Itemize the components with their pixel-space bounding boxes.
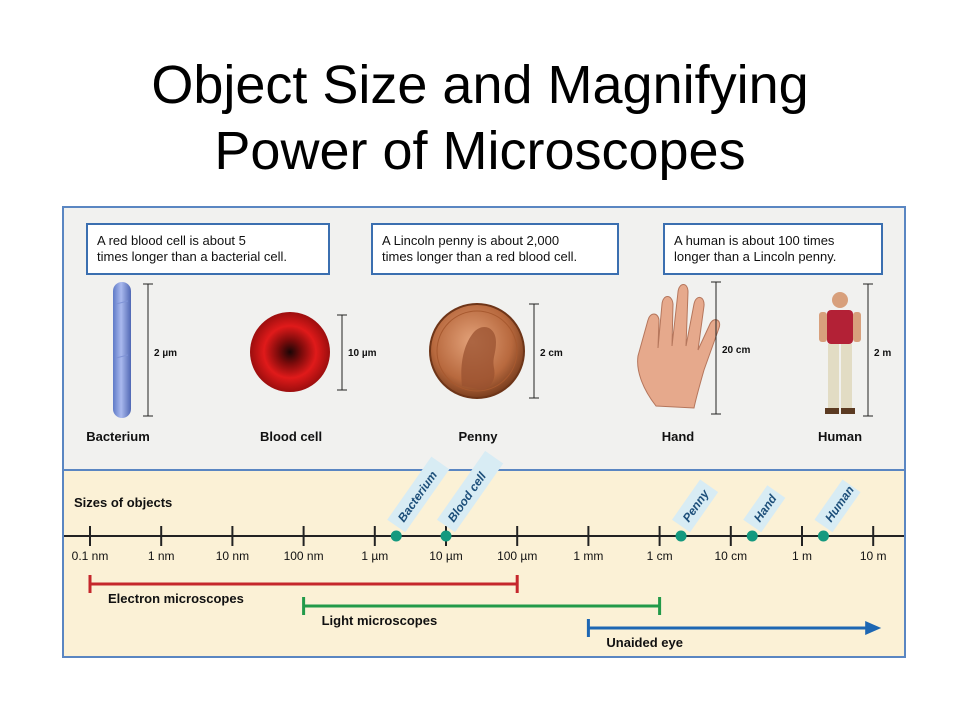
size-bracket [711,281,721,415]
marker-tag-bg [814,479,861,533]
comparison-line: times longer than a red blood cell. [382,249,577,264]
size-bracket [143,283,153,417]
object-name-bacterium: Bacterium [86,429,150,444]
size-marker [440,530,452,542]
comparison-text: A red blood cell is about 5 times longer… [97,233,287,264]
title-line-1: Object Size and Magnifying [151,55,809,115]
human-icon [819,292,861,414]
object-name-blood-cell: Blood cell [260,429,322,444]
scale-tick-label: 10 m [860,549,887,563]
size-bracket [863,283,873,417]
scale-heading: Sizes of objects [74,495,172,510]
comparison-line: A human is about 100 times [674,233,835,248]
comparison-box: A Lincoln penny is about 2,000 times lon… [371,223,619,275]
scale-tick-label: 100 nm [284,549,324,563]
object-name-human: Human [818,429,862,444]
marker-tag-bg [743,485,786,533]
comparison-text: A human is about 100 times longer than a… [674,233,838,264]
size-label-human: 2 m [874,348,891,359]
size-marker [390,530,402,542]
title-line-2: Power of Microscopes [214,121,746,181]
size-marker [746,530,758,542]
scale-tick-label: 10 cm [714,549,747,563]
comparison-box: A red blood cell is about 5 times longer… [86,223,330,275]
size-comparison-figure: A red blood cell is about 5 times longer… [62,206,906,658]
scale-tick-label: 10 nm [216,549,249,563]
blood-cell-icon [250,312,330,392]
scale-tick-label: 0.1 nm [72,549,109,563]
size-label-penny: 2 cm [540,348,563,359]
marker-tag-bg [436,450,504,533]
slide-title: Object Size and Magnifying Power of Micr… [0,52,960,184]
scale-tick-label: 1 nm [148,549,175,563]
range-label: Light microscopes [322,613,438,628]
marker-tag-bg [672,479,719,533]
range-label: Unaided eye [606,635,683,650]
marker-tag-bg [387,456,450,533]
bacterium-icon [113,282,131,418]
comparison-line: longer than a Lincoln penny. [674,249,836,264]
scale-tick-label: 1 cm [647,549,673,563]
size-label-bacterium: 2 µm [154,348,177,359]
size-marker [675,530,687,542]
size-label-hand: 20 cm [722,345,750,356]
range-label: Electron microscopes [108,591,244,606]
size-bracket [529,303,539,399]
size-bracket [337,314,347,391]
scale-tick-label: 1 mm [573,549,603,563]
comparison-line: A red blood cell is about 5 [97,233,246,248]
scale-tick-label: 10 µm [429,549,463,563]
object-name-hand: Hand [662,429,695,444]
penny-icon [429,303,525,399]
scale-tick-label: 1 m [792,549,812,563]
comparison-box: A human is about 100 times longer than a… [663,223,883,275]
scale-tick-label: 100 µm [497,549,537,563]
object-name-penny: Penny [458,429,498,444]
size-marker [817,530,829,542]
comparison-line: A Lincoln penny is about 2,000 [382,233,559,248]
scale-tick-label: 1 µm [361,549,388,563]
size-label-blood-cell: 10 µm [348,348,377,359]
comparison-text: A Lincoln penny is about 2,000 times lon… [382,233,577,264]
comparison-line: times longer than a bacterial cell. [97,249,287,264]
range-arrowhead [865,621,882,635]
hand-icon [637,284,721,409]
